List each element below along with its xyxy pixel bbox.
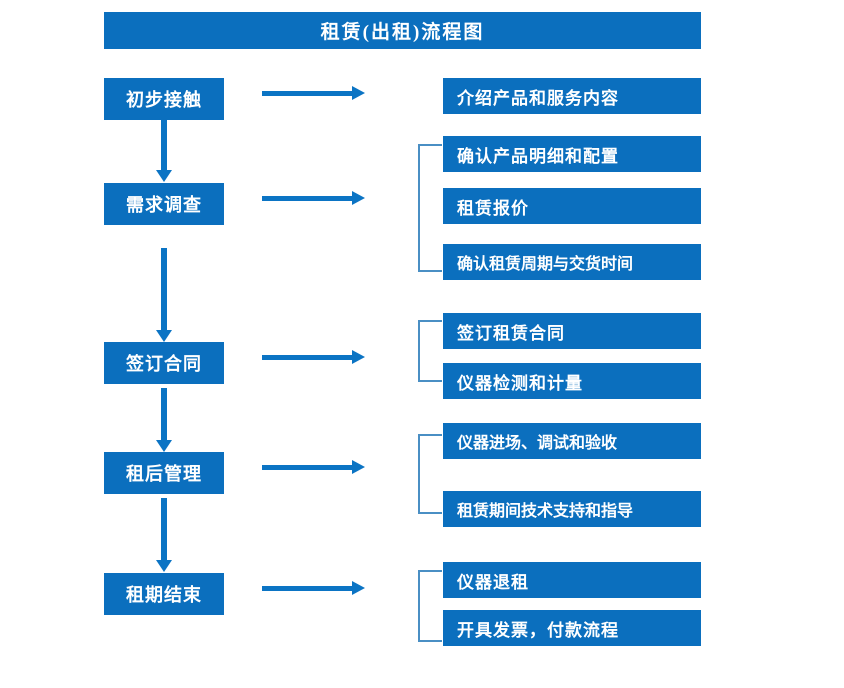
arrow-head (156, 170, 172, 182)
bracket-stage-2-details (418, 144, 442, 272)
arrow-right-stage-3 (262, 350, 365, 364)
arrow-down-stage-2-to-3 (156, 248, 172, 342)
arrow-head (352, 191, 365, 205)
arrow-shaft (161, 498, 167, 560)
bracket-stage-5-details (418, 570, 442, 642)
detail-box-confirm-period-delivery[interactable]: 确认租赁周期与交货时间 (443, 244, 701, 280)
arrow-shaft (161, 388, 167, 440)
arrow-shaft (262, 586, 354, 591)
diagram-title: 租赁(出租)流程图 (104, 12, 701, 49)
arrow-down-stage-3-to-4 (156, 388, 172, 452)
arrow-shaft (262, 91, 354, 96)
arrow-down-stage-4-to-5 (156, 498, 172, 572)
arrow-right-stage-1 (262, 86, 365, 100)
arrow-shaft (161, 120, 167, 170)
detail-box-invoice-payment[interactable]: 开具发票，付款流程 (443, 610, 701, 646)
arrow-head (156, 560, 172, 572)
arrow-shaft (161, 248, 167, 330)
arrow-head (156, 330, 172, 342)
detail-box-technical-support[interactable]: 租赁期间技术支持和指导 (443, 491, 701, 527)
detail-box-rental-quotation[interactable]: 租赁报价 (443, 188, 701, 224)
bracket-stage-4-details (418, 434, 442, 514)
stage-box-post-rental-management[interactable]: 租后管理 (104, 452, 224, 494)
arrow-head (352, 350, 365, 364)
arrow-down-stage-1-to-2 (156, 120, 172, 182)
detail-box-instrument-entry-commission[interactable]: 仪器进场、调试和验收 (443, 423, 701, 459)
arrow-head (352, 581, 365, 595)
stage-box-rental-end[interactable]: 租期结束 (104, 573, 224, 615)
stage-box-initial-contact[interactable]: 初步接触 (104, 78, 224, 120)
detail-box-intro-products-services[interactable]: 介绍产品和服务内容 (443, 78, 701, 114)
detail-box-confirm-product-spec[interactable]: 确认产品明细和配置 (443, 136, 701, 172)
detail-box-instrument-return[interactable]: 仪器退租 (443, 562, 701, 598)
stage-box-demand-survey[interactable]: 需求调查 (104, 183, 224, 225)
arrow-shaft (262, 465, 354, 470)
arrow-shaft (262, 355, 354, 360)
arrow-right-stage-4 (262, 460, 365, 474)
arrow-right-stage-2 (262, 191, 365, 205)
detail-box-instrument-inspection[interactable]: 仪器检测和计量 (443, 363, 701, 399)
stage-box-sign-contract[interactable]: 签订合同 (104, 342, 224, 384)
arrow-head (156, 440, 172, 452)
arrow-shaft (262, 196, 354, 201)
arrow-head (352, 460, 365, 474)
arrow-right-stage-5 (262, 581, 365, 595)
bracket-stage-3-details (418, 320, 442, 382)
arrow-head (352, 86, 365, 100)
detail-box-sign-rental-contract[interactable]: 签订租赁合同 (443, 313, 701, 349)
